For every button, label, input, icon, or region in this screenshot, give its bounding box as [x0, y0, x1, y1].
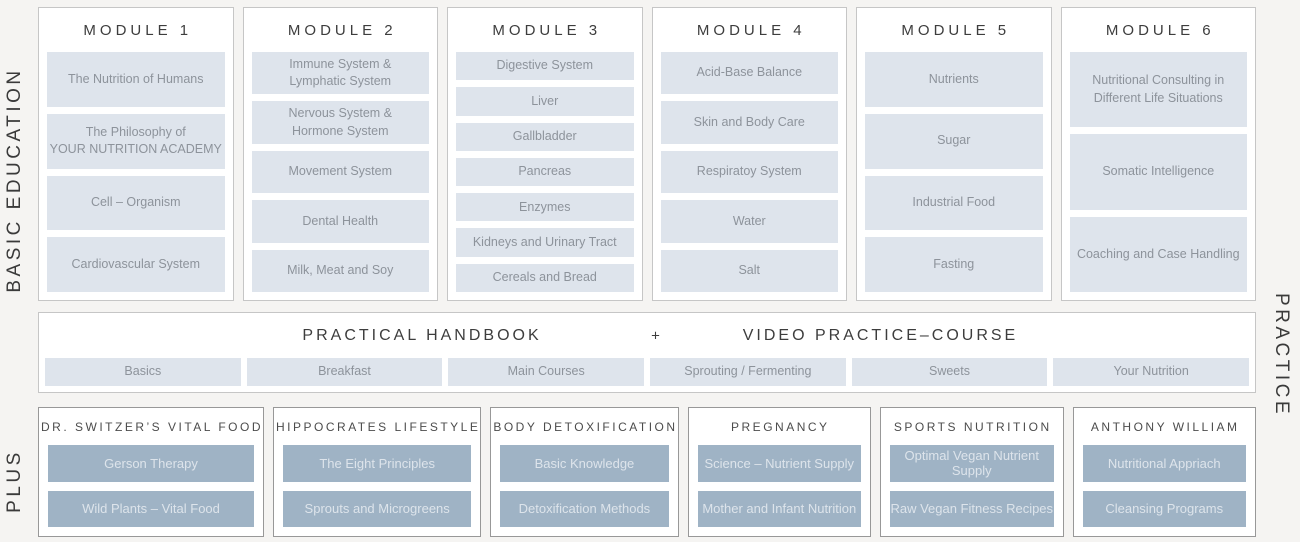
side-label-basic-education: BASIC EDUCATION — [4, 67, 25, 293]
module-item: Enzymes — [456, 193, 634, 222]
module-1-box: MODULE 1 The Nutrition of Humans The Phi… — [38, 7, 234, 301]
plus-box-title: HIPPOCRATES LIFESTYLE — [276, 419, 481, 434]
module-5-title: MODULE 5 — [901, 21, 1011, 39]
module-item: Dental Health — [251, 200, 429, 243]
practice-item: Main Courses — [448, 358, 644, 386]
practice-item: Basics — [45, 358, 241, 386]
module-item: Movement System — [251, 150, 429, 194]
module-item: Nervous System & Hormone System — [251, 101, 429, 144]
practice-item: Sweets — [851, 358, 1048, 386]
side-label-practice: PRACTICE — [1271, 292, 1292, 418]
module-item: Water — [660, 200, 838, 243]
module-3-items: Digestive System Liver Gallbladder Pancr… — [448, 52, 642, 300]
practice-band-items: Basics Breakfast Main Courses Sprouting … — [45, 358, 1249, 386]
module-item: Immune System & Lymphatic System — [251, 52, 429, 95]
module-3-box: MODULE 3 Digestive System Liver Gallblad… — [447, 7, 643, 301]
plus-box-anthony-william: ANTHONY WILLIAM Nutritional Appriach Cle… — [1072, 407, 1256, 537]
plus-box-title: DR. SWITZER’S VITAL FOOD — [41, 419, 264, 434]
module-item: Cereals and Bread — [456, 263, 634, 292]
plus-item: Mother and Infant Nutrition — [697, 490, 862, 527]
module-item: The Philosophy of YOUR NUTRITION ACADEMY — [47, 113, 225, 169]
plus-box-pregnancy: PREGNANCY Science – Nutrient Supply Moth… — [687, 407, 872, 537]
module-item: Pancreas — [456, 157, 634, 187]
module-item: Somatic Intelligence — [1069, 134, 1247, 210]
plus-box-title: ANTHONY WILLIAM — [1090, 419, 1240, 434]
module-6-box: MODULE 6 Nutritional Consulting in Diffe… — [1060, 7, 1256, 301]
plus-box-sports-nutrition: SPORTS NUTRITION Optimal Vegan Nutrient … — [880, 407, 1064, 537]
module-item: Nutrients — [865, 52, 1043, 107]
plus-grid: DR. SWITZER’S VITAL FOOD Gerson Therapy … — [38, 407, 1256, 537]
module-6-title: MODULE 6 — [1105, 21, 1215, 39]
module-item: Digestive System — [456, 52, 634, 81]
plus-box-items: Basic Knowledge Detoxification Methods — [491, 445, 677, 536]
module-item: Respiratoy System — [660, 150, 838, 194]
module-4-items: Acid-Base Balance Skin and Body Care Res… — [653, 52, 847, 300]
plus-item: Raw Vegan Fitness Recipes — [890, 490, 1054, 527]
module-item: Salt — [660, 249, 838, 293]
plus-item: Cleansing Programs — [1082, 490, 1246, 527]
module-2-items: Immune System & Lymphatic System Nervous… — [244, 52, 438, 300]
plus-box-dr-switzers-vital-food: DR. SWITZER’S VITAL FOOD Gerson Therapy … — [38, 407, 265, 537]
practice-item: Sprouting / Fermenting — [650, 358, 846, 386]
module-item: Fasting — [865, 237, 1043, 292]
plus-item: Nutritional Appriach — [1082, 445, 1246, 482]
plus-box-title: SPORTS NUTRITION — [893, 419, 1052, 434]
module-item: Sugar — [865, 113, 1043, 169]
module-4-title: MODULE 4 — [696, 21, 806, 39]
module-1-items: The Nutrition of Humans The Philosophy o… — [39, 52, 233, 300]
plus-box-items: The Eight Principles Sprouts and Microgr… — [274, 445, 480, 536]
plus-box-items: Gerson Therapy Wild Plants – Vital Food — [39, 445, 263, 536]
module-1-title: MODULE 1 — [83, 21, 193, 39]
plus-box-items: Nutritional Appriach Cleansing Programs — [1074, 445, 1255, 536]
side-label-plus: PLUS — [4, 449, 25, 513]
plus-item: Sprouts and Microgreens — [283, 490, 472, 527]
plus-box-items: Science – Nutrient Supply Mother and Inf… — [689, 445, 870, 536]
module-item: Industrial Food — [865, 175, 1043, 231]
plus-item: Gerson Therapy — [48, 445, 255, 482]
plus-item: Optimal Vegan Nutrient Supply — [890, 445, 1054, 482]
video-practice-course-title: VIDEO PRACTICE–COURSE — [742, 326, 1019, 344]
plus-box-items: Optimal Vegan Nutrient Supply Raw Vegan … — [881, 445, 1062, 536]
module-3-title: MODULE 3 — [492, 21, 602, 39]
module-5-box: MODULE 5 Nutrients Sugar Industrial Food… — [856, 7, 1052, 301]
module-5-items: Nutrients Sugar Industrial Food Fasting — [857, 52, 1051, 300]
module-item: Skin and Body Care — [660, 101, 838, 144]
plus-sign: + — [651, 327, 660, 344]
module-item: Coaching and Case Handling — [1069, 216, 1247, 292]
practice-item: Your Nutrition — [1053, 358, 1249, 386]
practice-item: Breakfast — [246, 358, 443, 386]
module-item: Liver — [456, 87, 634, 116]
plus-item: Science – Nutrient Supply — [697, 445, 862, 482]
plus-item: Wild Plants – Vital Food — [48, 490, 255, 527]
module-item: Gallbladder — [456, 122, 634, 151]
module-item: Kidneys and Urinary Tract — [456, 228, 634, 257]
module-item: Cell – Organism — [47, 175, 225, 231]
module-6-items: Nutritional Consulting in Different Life… — [1062, 52, 1256, 300]
module-4-box: MODULE 4 Acid-Base Balance Skin and Body… — [651, 7, 847, 301]
practice-band-titles: PRACTICAL HANDBOOK + VIDEO PRACTICE–COUR… — [39, 313, 1255, 358]
module-2-box: MODULE 2 Immune System & Lymphatic Syste… — [242, 7, 438, 301]
practice-band: PRACTICAL HANDBOOK + VIDEO PRACTICE–COUR… — [38, 312, 1256, 393]
plus-box-hippocrates-lifestyle: HIPPOCRATES LIFESTYLE The Eight Principl… — [273, 407, 482, 537]
module-item: Cardiovascular System — [47, 237, 225, 292]
module-item: Nutritional Consulting in Different Life… — [1069, 52, 1247, 128]
module-item: Milk, Meat and Soy — [251, 249, 429, 293]
plus-box-title: PREGNANCY — [731, 419, 830, 434]
plus-item: Detoxification Methods — [500, 490, 669, 527]
practical-handbook-title: PRACTICAL HANDBOOK — [302, 326, 542, 344]
modules-grid: MODULE 1 The Nutrition of Humans The Phi… — [38, 7, 1256, 301]
module-item: The Nutrition of Humans — [47, 52, 225, 107]
module-2-title: MODULE 2 — [287, 21, 397, 39]
module-item: Acid-Base Balance — [660, 52, 838, 95]
plus-box-title: BODY DETOXIFICATION — [493, 419, 678, 434]
plus-item: Basic Knowledge — [500, 445, 669, 482]
plus-item: The Eight Principles — [283, 445, 472, 482]
plus-box-body-detoxification: BODY DETOXIFICATION Basic Knowledge Deto… — [490, 407, 679, 537]
